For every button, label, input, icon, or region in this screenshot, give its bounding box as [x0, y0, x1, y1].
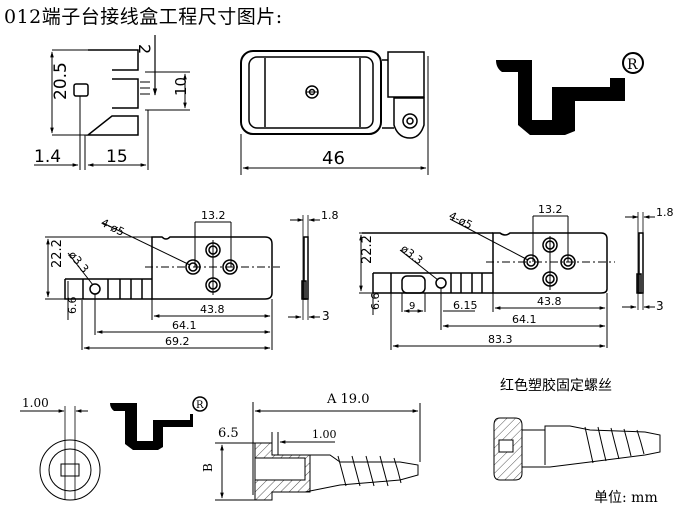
dim-hole-to-end-64-1-long: 64.1 — [512, 313, 537, 326]
dim-height-20-5: 20.5 — [51, 62, 71, 100]
logo-shape — [496, 60, 625, 135]
dim-small-hole-d3-3: ø3.3 — [66, 249, 92, 276]
screw-end-view — [20, 406, 101, 501]
dim-offset-1-4: 1.4 — [34, 147, 61, 167]
dim-slot-offset-6-15: 6.15 — [453, 299, 478, 312]
dim-thickness-3-long: 3 — [656, 299, 664, 313]
dim-height-22-2: 22.2 — [50, 239, 65, 268]
dim-small-hole-d3-3-long: ø3.3 — [398, 242, 425, 267]
dim-thickness-1-8-long: 1.8 — [656, 206, 674, 219]
side-view — [34, 35, 190, 170]
dim-screw-slot-1-00: 1.00 — [312, 428, 337, 441]
dim-slot-2: 2 — [135, 44, 154, 54]
dim-holes-4-d5-long: 4-ø5 — [447, 209, 475, 232]
registered-mark-small-letter: R — [196, 400, 204, 411]
dim-pitch-10: 10 — [172, 77, 190, 96]
top-view — [240, 50, 429, 175]
brand-logo-small — [110, 403, 193, 450]
top-view-body — [240, 50, 382, 135]
side-view-pin — [73, 83, 89, 97]
dim-tab-height-6-6-long: 6.6 — [369, 293, 382, 311]
dim-total-length-69-2: 69.2 — [165, 335, 190, 348]
unit-label: 单位: mm — [594, 490, 658, 506]
dim-slot-width-9: 9 — [409, 301, 415, 312]
screw-caption: 红色塑胶固定螺丝 — [500, 378, 612, 394]
registered-mark-icon — [622, 52, 644, 74]
dim-thickness-3: 3 — [322, 309, 330, 323]
registered-mark-letter: R — [627, 57, 638, 73]
plate-body — [151, 236, 273, 300]
dim-tab-height-6-6: 6.6 — [66, 297, 79, 315]
dim-thickness-1-8: 1.8 — [321, 209, 339, 222]
dim-height-22-2-long: 22.2 — [360, 235, 375, 264]
dim-body-width-43-8-long: 43.8 — [537, 295, 562, 308]
side-view-body — [85, 49, 139, 136]
dim-width-46: 46 — [322, 148, 345, 169]
screw-section-view — [215, 402, 421, 501]
registered-mark-small-icon — [192, 396, 208, 412]
red-plastic-screw — [493, 417, 661, 481]
dim-end-slot-1-00: 1.00 — [22, 396, 49, 410]
dim-depth-15: 15 — [106, 147, 128, 167]
top-view-terminal — [387, 51, 425, 98]
dim-hole-to-end-64-1: 64.1 — [172, 319, 197, 332]
plate-view-short — [45, 215, 320, 350]
dim-body-width-43-8: 43.8 — [200, 303, 225, 316]
dim-screw-diameter-b: B — [201, 463, 215, 472]
dim-hole-spacing-13-2-long: 13.2 — [538, 203, 563, 216]
brand-logo — [496, 60, 625, 135]
dim-screw-length-a-19-0: A 19.0 — [326, 392, 369, 407]
dim-hole-spacing-13-2: 13.2 — [201, 209, 226, 222]
logo-shape-small — [110, 403, 193, 450]
drawing-title: 012端子台接线盒工程尺寸图片: — [4, 6, 283, 28]
plate-view-long — [359, 212, 655, 350]
dim-holes-4-d5: 4-ø5 — [99, 216, 127, 239]
dim-screw-head-6-5: 6.5 — [218, 426, 239, 441]
dim-total-length-83-3: 83.3 — [488, 333, 513, 346]
